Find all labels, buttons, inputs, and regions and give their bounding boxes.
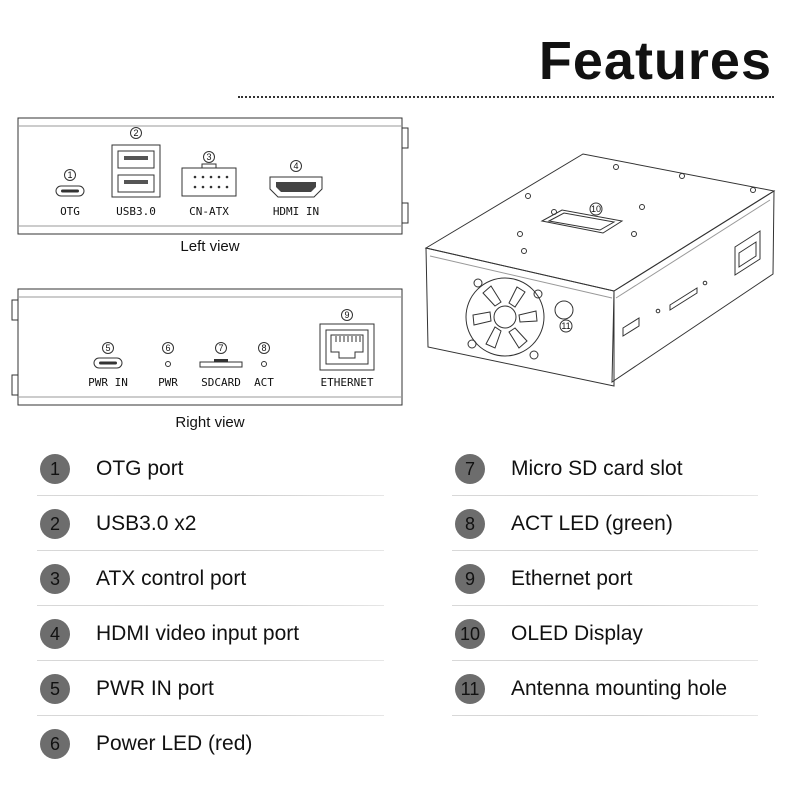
callout-1-circle (64, 169, 76, 181)
legend-number-badge: 2 (40, 509, 70, 539)
callout-3-num: 3 (206, 152, 211, 162)
legend-text: OTG port (96, 457, 184, 480)
legend-text: ATX control port (96, 567, 247, 590)
legend-text: Ethernet port (511, 567, 633, 590)
legend-text: Micro SD card slot (511, 457, 683, 480)
fan-icon (465, 277, 545, 360)
legend-divider (452, 605, 758, 606)
legend-divider (452, 715, 758, 716)
legend-text: HDMI video input port (96, 622, 300, 645)
legend-item: 6 Power LED (red) (37, 719, 384, 771)
legend-item: 11 Antenna mounting hole (452, 664, 758, 716)
act-led-label: ACT (254, 376, 274, 389)
legend-item: 5 PWR IN port (37, 664, 384, 716)
legend-divider (37, 660, 384, 661)
pwr-in-port-icon (93, 357, 123, 369)
hdmi-port-icon (269, 176, 323, 198)
legend-item: 2 USB3.0 x2 (37, 499, 384, 551)
legend-text: USB3.0 x2 (96, 512, 197, 535)
legend-text: ACT LED (green) (511, 512, 673, 535)
device-drawings: .ln{fill:none;stroke:#333;stroke-width:1… (11, 117, 776, 431)
legend-text: Power LED (red) (96, 732, 253, 755)
callout-7-num: 7 (218, 343, 223, 353)
callout-1-num: 1 (67, 170, 72, 180)
atx-port-icon (181, 167, 237, 197)
usb3-port-icon (111, 144, 161, 198)
legend-divider (452, 660, 758, 661)
legend-divider (37, 605, 384, 606)
legend-number-badge: 7 (455, 454, 485, 484)
ethernet-port-icon (319, 323, 375, 371)
callout-6-num: 6 (165, 343, 170, 353)
legend-number-badge: 1 (40, 454, 70, 484)
callout-9-num: 9 (344, 310, 349, 320)
legend-number-badge: 10 (455, 619, 485, 649)
legend-number-badge: 11 (455, 674, 485, 704)
legend-item: 4 HDMI video input port (37, 609, 384, 661)
isometric-view-drawing: 10 11 (424, 153, 776, 387)
legend-text: PWR IN port (96, 677, 214, 700)
right-view-caption: Right view (175, 414, 244, 431)
otg-port-icon (55, 185, 85, 197)
usb3-label: USB3.0 (116, 205, 156, 218)
legend-number-badge: 8 (455, 509, 485, 539)
callout-8-num: 8 (261, 343, 266, 353)
pwr-in-label: PWR IN (88, 376, 128, 389)
legend-divider (452, 495, 758, 496)
legend-item: 10 OLED Display (452, 609, 758, 661)
legend-divider (452, 550, 758, 551)
legend-divider (37, 495, 384, 496)
legend-number-badge: 3 (40, 564, 70, 594)
page-title: Features (538, 31, 772, 91)
cn-atx-label: CN-ATX (189, 205, 229, 218)
legend-item: 7 Micro SD card slot (452, 444, 758, 496)
right-view-drawing: 5 PWR IN 6 PWR 7 SDCARD 8 ACT 9 ETHER (11, 288, 403, 431)
legend-item: 8 ACT LED (green) (452, 499, 758, 551)
callout-11-num: 11 (561, 321, 570, 331)
legend-divider (37, 715, 384, 716)
sdcard-label: SDCARD (201, 376, 241, 389)
legend-number-badge: 4 (40, 619, 70, 649)
hdmi-in-label: HDMI IN (273, 205, 319, 218)
title-divider (238, 96, 774, 98)
ethernet-label: ETHERNET (321, 376, 374, 389)
legend-text: Antenna mounting hole (511, 677, 727, 700)
legend-number-badge: 5 (40, 674, 70, 704)
sdcard-slot-icon (199, 361, 243, 368)
callout-10-num: 10 (591, 204, 601, 214)
legend-item: 1 OTG port (37, 444, 384, 496)
callout-2-num: 2 (133, 128, 138, 138)
legend-number-badge: 9 (455, 564, 485, 594)
legend-item: 3 ATX control port (37, 554, 384, 606)
otg-label: OTG (60, 205, 80, 218)
pwr-led-label: PWR (158, 376, 178, 389)
callout-5-num: 5 (105, 343, 110, 353)
callout-4-num: 4 (293, 161, 298, 171)
legend-number-badge: 6 (40, 729, 70, 759)
legend-divider (37, 550, 384, 551)
antenna-hole-icon (554, 300, 574, 320)
left-view-drawing: 1 OTG 2 USB3.0 3 CN-ATX 4 HDMI IN Left v… (17, 117, 409, 255)
act-led-icon (261, 361, 267, 367)
legend-text: OLED Display (511, 622, 643, 645)
left-view-caption: Left view (180, 238, 239, 255)
pwr-led-icon (165, 361, 171, 367)
legend-item: 9 Ethernet port (452, 554, 758, 606)
